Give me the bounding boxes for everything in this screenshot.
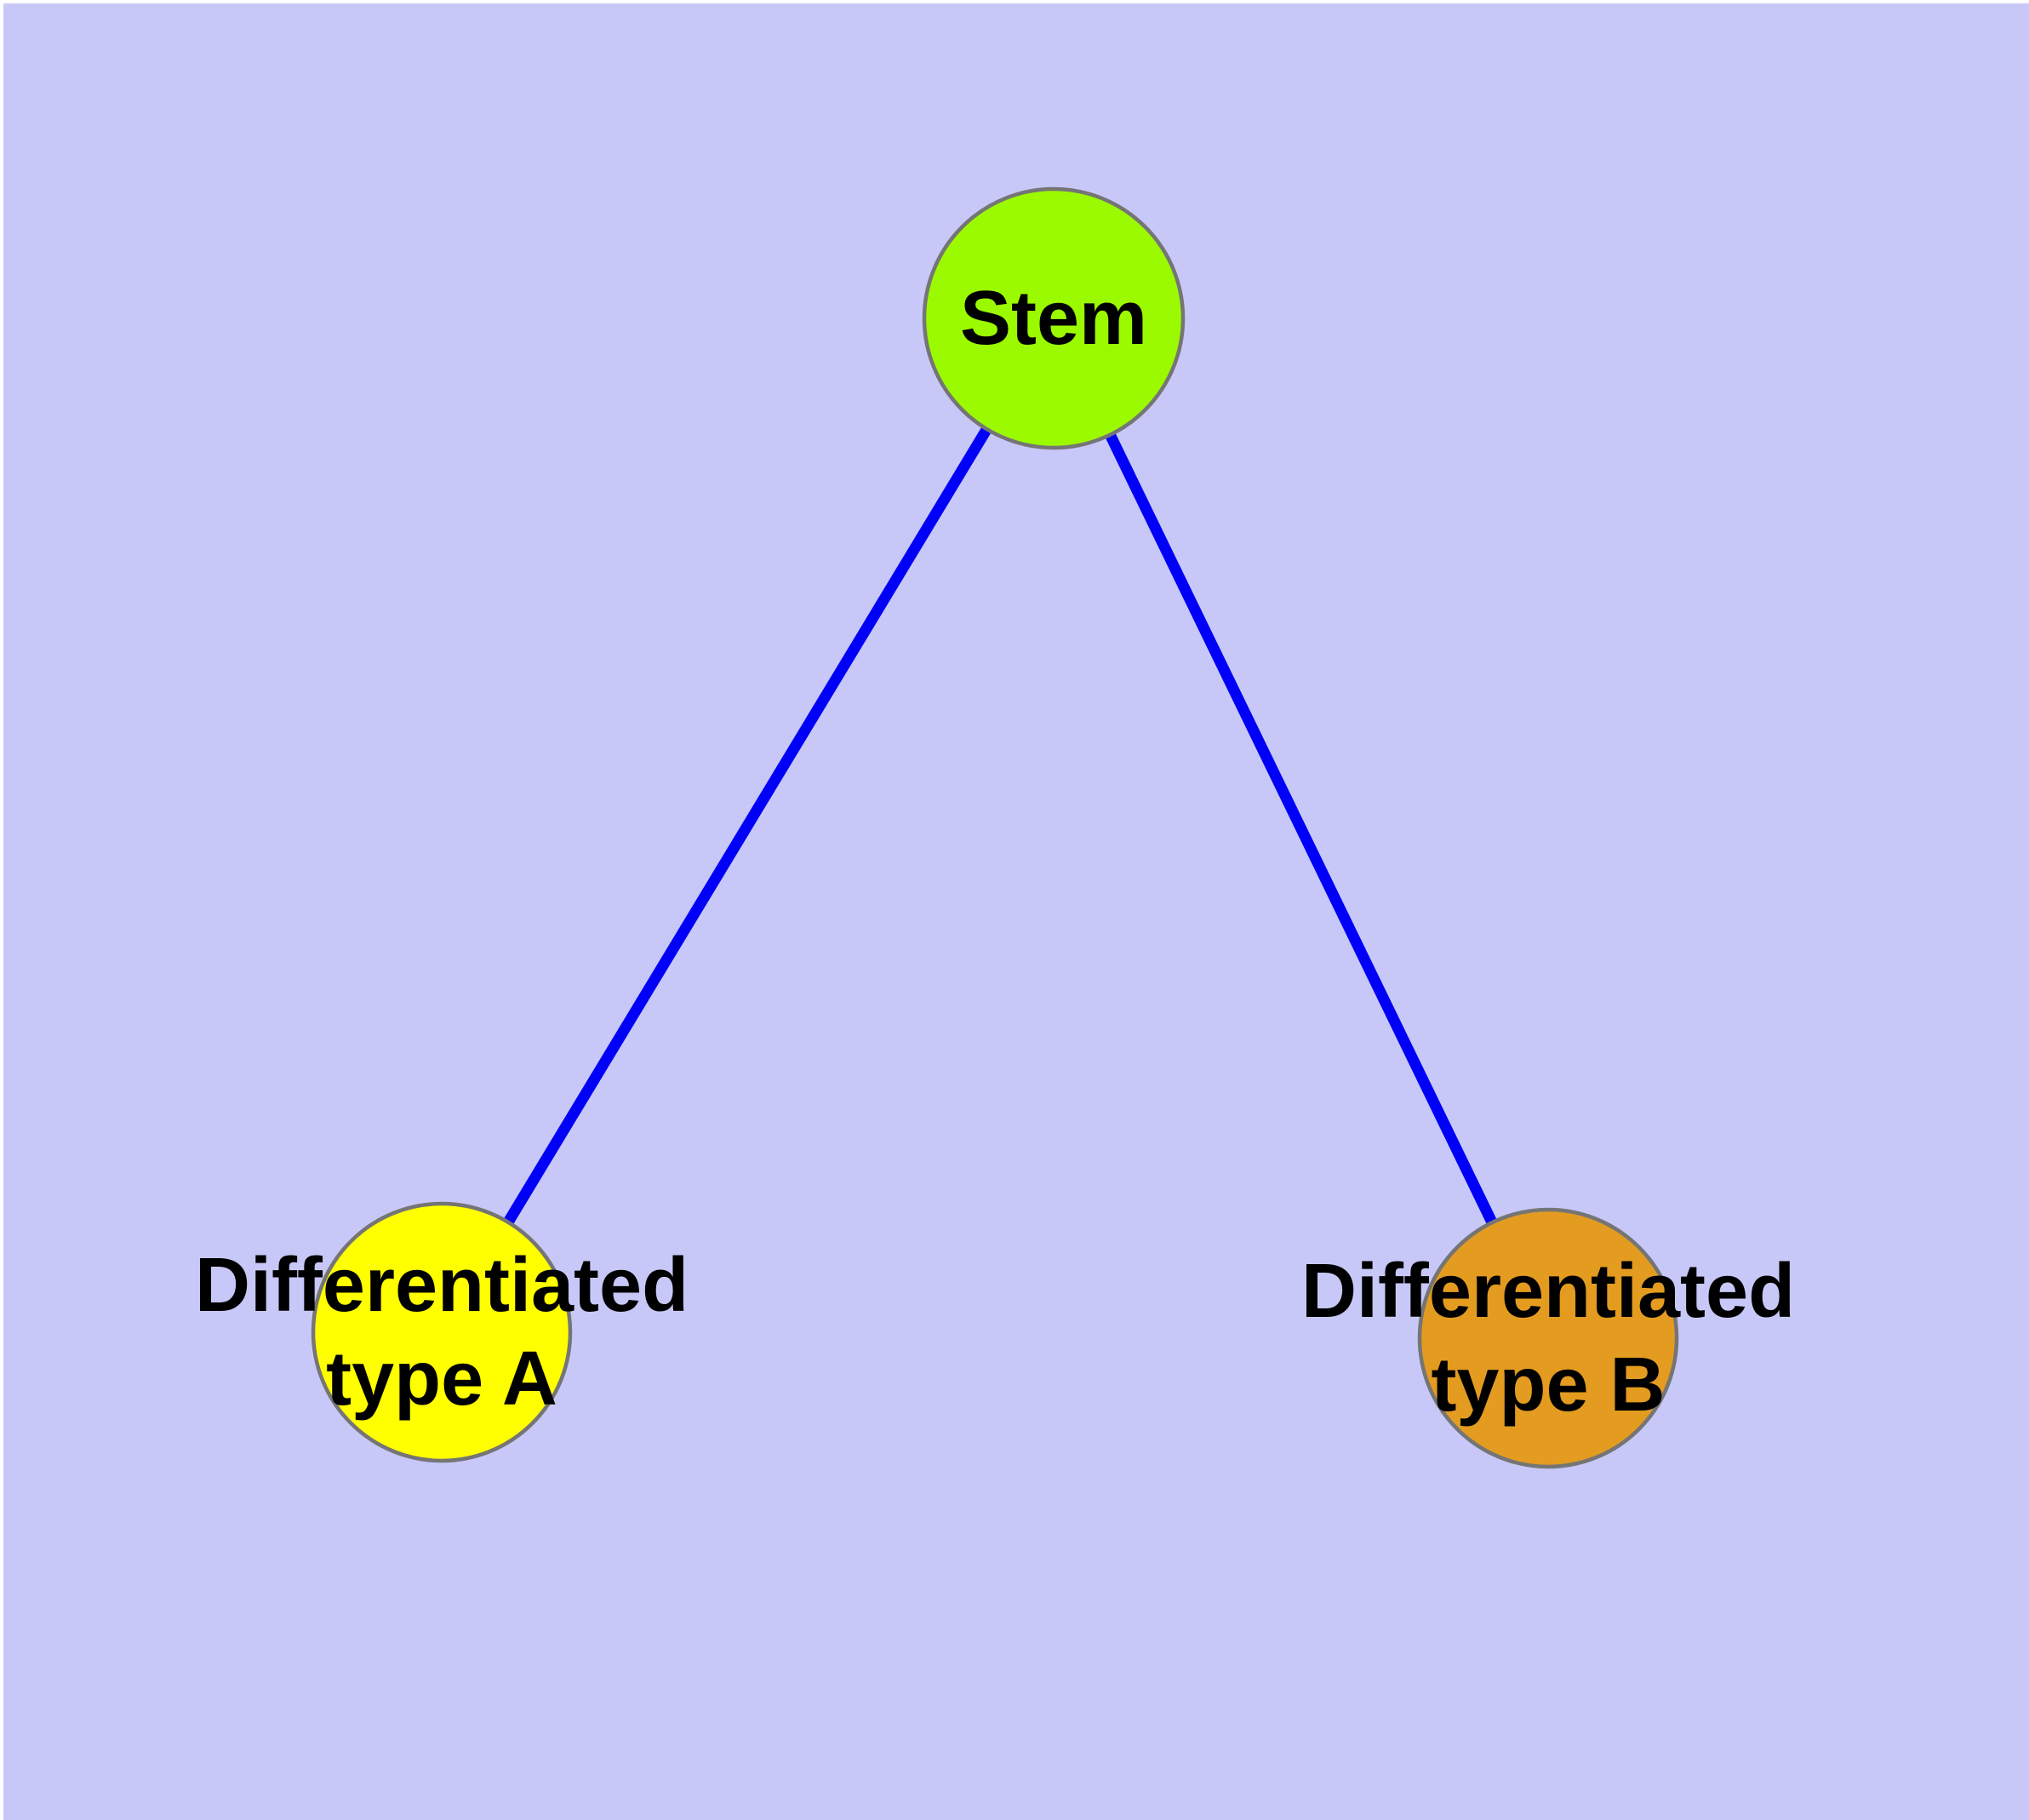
node-label-stem-line1: Stem: [959, 276, 1148, 361]
node-differentiated-type-a: [311, 1201, 573, 1463]
node-label-differentiated-type-b: Differentiated type B: [1301, 1245, 1795, 1432]
node-label-type-b-line2: type B: [1431, 1342, 1666, 1428]
node-label-stem: Stem: [960, 272, 1147, 365]
edge-stem-to-type-a: [437, 315, 1059, 1336]
node-label-type-a-line1: Differentiated: [194, 1243, 689, 1328]
node-label-differentiated-type-a: Differentiated type A: [195, 1239, 689, 1426]
edge-stem-to-type-b: [1049, 316, 1553, 1341]
node-stem: [922, 186, 1186, 450]
node-label-type-a-line2: type A: [326, 1336, 557, 1422]
node-label-type-b-line1: Differentiated: [1300, 1249, 1796, 1334]
node-differentiated-type-b: [1417, 1207, 1679, 1469]
